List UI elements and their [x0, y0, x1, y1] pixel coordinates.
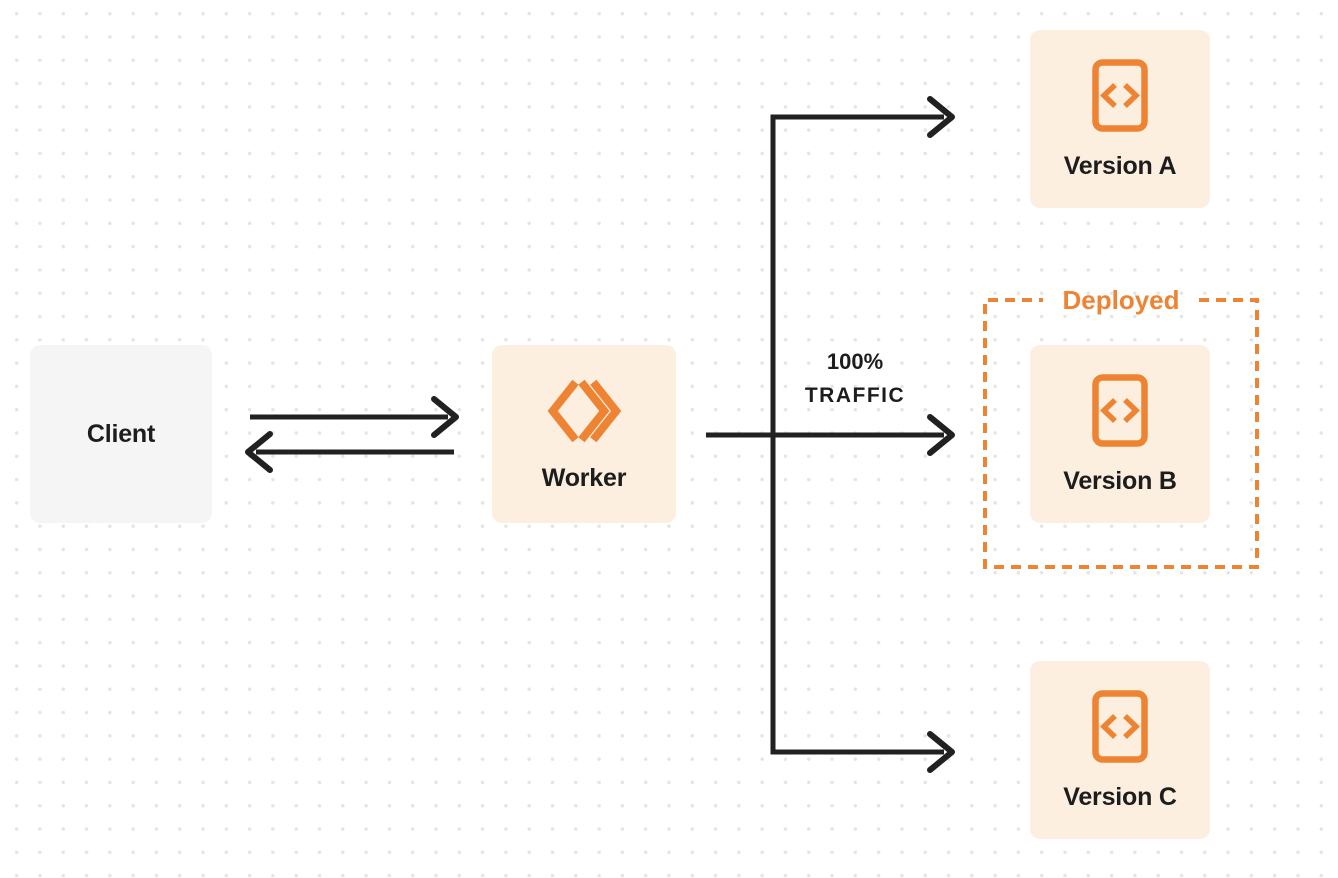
client-node-label: Client — [86, 419, 156, 448]
cloudflare-workers-icon — [547, 379, 622, 442]
traffic-label-text: TRAFFIC — [804, 384, 906, 407]
client-node: Client — [30, 345, 212, 523]
code-file-icon — [1092, 374, 1148, 447]
worker-client-response-arrow — [245, 431, 454, 473]
code-file-icon — [1092, 690, 1148, 763]
version-b-node-label: Version B — [1063, 467, 1177, 495]
traffic-label-percent: 100% — [826, 349, 884, 374]
version-c-node: Version C — [1030, 661, 1210, 839]
worker-branch-lines — [706, 96, 955, 773]
traffic-label: 100% TRAFFIC — [785, 349, 925, 407]
worker-node: Worker — [492, 345, 676, 523]
client-worker-request-arrow — [250, 396, 459, 438]
version-a-node-label: Version A — [1063, 152, 1177, 180]
worker-node-label: Worker — [541, 463, 627, 492]
deployed-label: Deployed — [1062, 285, 1180, 315]
version-c-node-label: Version C — [1063, 783, 1177, 811]
code-file-icon — [1092, 59, 1148, 132]
version-b-node: Version B — [1030, 345, 1210, 523]
version-a-node: Version A — [1030, 30, 1210, 208]
